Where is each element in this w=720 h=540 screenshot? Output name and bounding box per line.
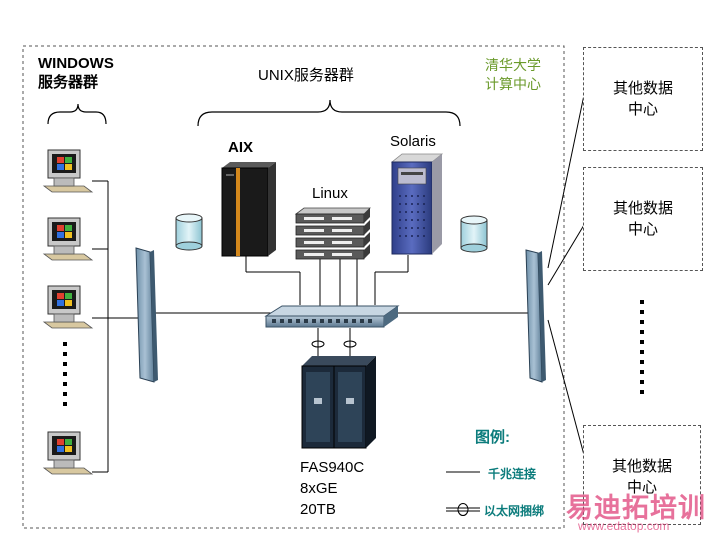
windows-group-label: WINDOWS 服务器群	[38, 54, 114, 92]
other-datacenter-2-line1: 其他数据	[612, 200, 673, 217]
pc-links	[92, 180, 138, 473]
windows-group-label-line1: WINDOWS	[38, 55, 114, 72]
disk-left	[175, 213, 203, 251]
legend-gigabit-label: 千兆连接	[488, 467, 537, 481]
legend-title: 图例:	[475, 429, 510, 446]
windows-group-label-line2: 服务器群	[38, 74, 99, 91]
bundle-markers	[311, 340, 357, 348]
aix-server	[221, 162, 276, 257]
other-datacenter-1: 其他数据 中心	[583, 47, 703, 151]
computing-center-label-line2: 计算中心	[485, 76, 541, 92]
linux-server	[294, 207, 371, 260]
other-datacenter-3-line1: 其他数据	[611, 458, 672, 475]
other-datacenter-2-line2: 中心	[627, 221, 658, 238]
right-switch	[525, 249, 546, 383]
datacenter-ellipsis	[640, 300, 644, 394]
disk-right	[460, 215, 488, 253]
pc-ellipsis	[63, 342, 67, 406]
fas940c-storage	[301, 356, 376, 449]
watermark-brand: 易迪拓培训	[566, 493, 706, 523]
storage-ports: 8xGE	[300, 480, 338, 497]
watermark-url: www.edatop.com	[578, 519, 670, 533]
other-datacenter-1-line1: 其他数据	[612, 80, 673, 97]
windows-pc-3	[42, 285, 94, 329]
solaris-server	[390, 153, 444, 255]
windows-pc-4	[42, 431, 94, 475]
left-switch	[135, 247, 158, 383]
other-datacenter-3: 其他数据 中心	[583, 425, 701, 525]
storage-capacity: 20TB	[300, 501, 336, 518]
wan-links	[547, 94, 585, 456]
unix-group-label: UNIX服务器群	[258, 67, 354, 84]
computing-center-label: 清华大学 计算中心	[485, 56, 541, 94]
windows-pc-1	[42, 149, 94, 193]
linux-label: Linux	[312, 185, 348, 202]
legend-bundle-label: 以太网捆绑	[484, 504, 545, 518]
other-datacenter-3-line2: 中心	[626, 479, 657, 496]
windows-pc-2	[42, 217, 94, 261]
core-switch	[264, 305, 400, 328]
aix-label: AIX	[228, 139, 254, 156]
campus-boundary	[22, 45, 565, 529]
storage-label: FAS940C 8xGE 20TB	[300, 457, 364, 520]
other-datacenter-2: 其他数据 中心	[583, 167, 703, 271]
computing-center-label-line1: 清华大学	[485, 57, 541, 73]
legend-bundle-glyph	[446, 503, 480, 516]
storage-model: FAS940C	[300, 459, 365, 476]
windows-brace	[47, 103, 107, 125]
other-datacenter-1-line2: 中心	[627, 101, 658, 118]
solaris-label: Solaris	[390, 133, 436, 150]
unix-brace	[197, 99, 461, 127]
server-links	[245, 255, 409, 356]
